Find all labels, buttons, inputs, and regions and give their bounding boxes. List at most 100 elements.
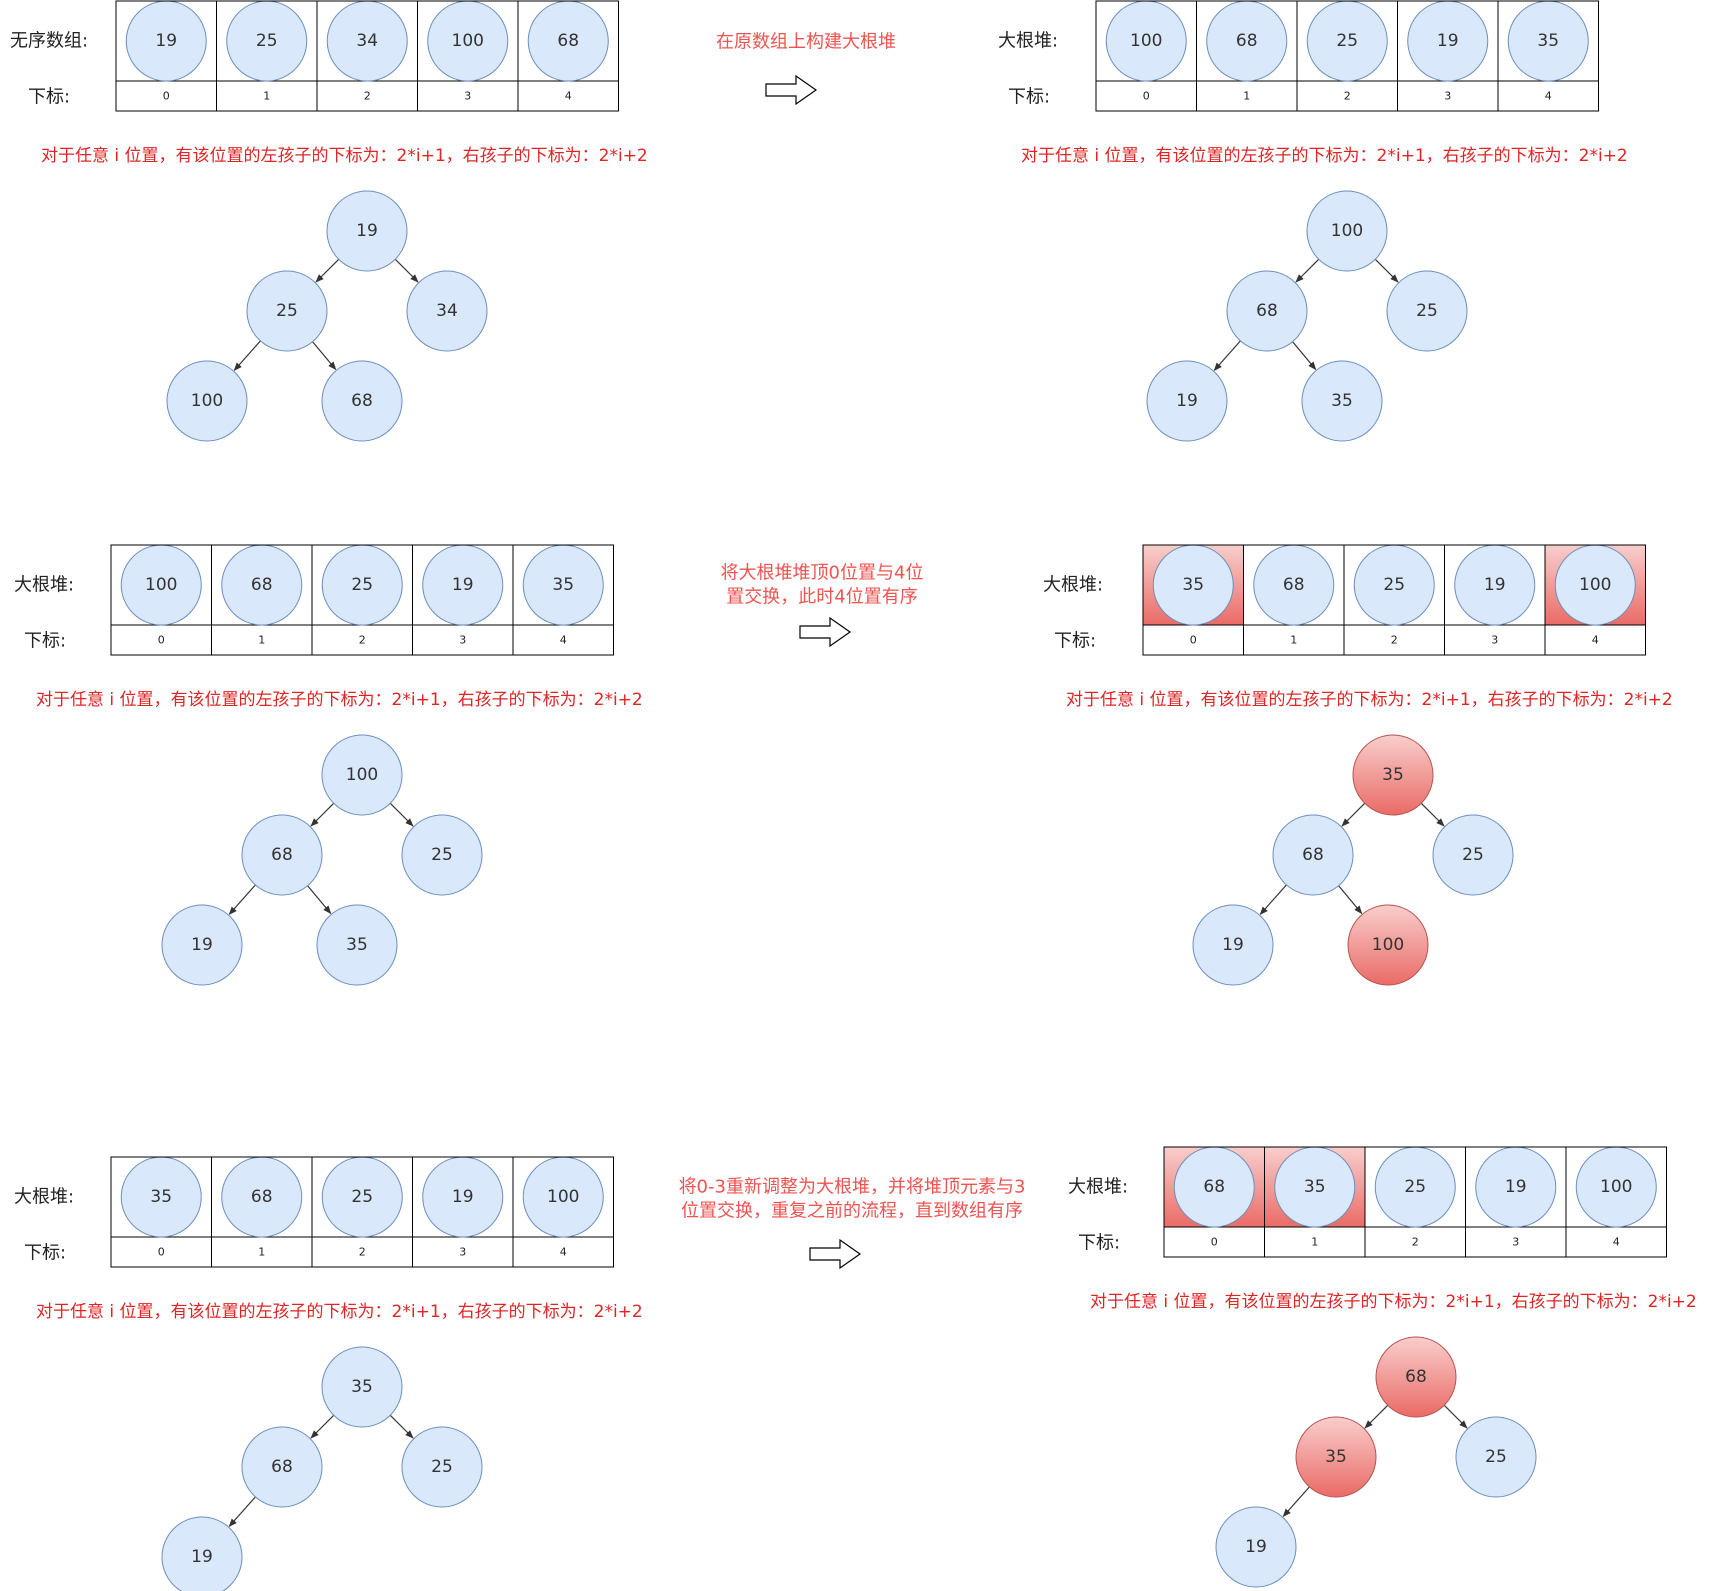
array-value: 35 [150, 1187, 172, 1207]
tree-node-value: 25 [276, 301, 298, 321]
tree-node [1455, 1416, 1537, 1498]
array-index: 0 [1211, 1236, 1218, 1249]
tree-edge [1420, 802, 1445, 827]
array-value: 68 [1236, 31, 1258, 51]
array-value: 100 [1600, 1177, 1632, 1197]
tree-node-value: 35 [1325, 1447, 1347, 1467]
array-value: 25 [351, 1187, 373, 1207]
array-index: 4 [1613, 1236, 1620, 1249]
index-cell [412, 1236, 514, 1268]
index-cell [1095, 80, 1197, 112]
array-label: 大根堆: [14, 1187, 74, 1208]
tree-node [241, 814, 323, 896]
tree-node [166, 360, 248, 442]
hollow-arrow-icon [799, 616, 852, 648]
array-value: 68 [1283, 575, 1305, 595]
array-value: 25 [351, 575, 373, 595]
array-value: 25 [1383, 575, 1405, 595]
array-index: 2 [1391, 634, 1398, 647]
tree-node [1226, 270, 1308, 352]
array-value: 25 [256, 31, 278, 51]
tree-node-value: 68 [271, 1457, 293, 1477]
index-cell [517, 80, 619, 112]
tree-node [1215, 1506, 1297, 1588]
index-label: 下标: [24, 631, 66, 652]
index-cell [1465, 1226, 1567, 1258]
tree-node [246, 270, 328, 352]
hollow-arrow-icon [809, 1238, 862, 1270]
tree-edge [389, 802, 414, 827]
array-index: 3 [459, 1246, 466, 1259]
array-index: 3 [464, 90, 471, 103]
tree-node [1272, 814, 1354, 896]
tree-node-value: 25 [1416, 301, 1438, 321]
tree-node-value: 19 [1245, 1537, 1267, 1557]
tree-node-value: 25 [1462, 845, 1484, 865]
tree-node-value: 68 [1256, 301, 1278, 321]
tree-node-value: 25 [431, 1457, 453, 1477]
transition-1: 在原数组上构建大根堆 [716, 32, 896, 106]
tree-node [401, 1426, 483, 1508]
array-value: 34 [356, 31, 378, 51]
array-value: 68 [251, 575, 273, 595]
array-index: 0 [1190, 634, 1197, 647]
tree-node [161, 1516, 243, 1591]
tree-node-value: 35 [1331, 391, 1353, 411]
tree-edge [1374, 258, 1399, 283]
index-formula-note: 对于任意 i 位置，有该位置的左孩子的下标为：2*i+1，右孩子的下标为：2*i… [36, 690, 643, 710]
array-index: 1 [258, 634, 265, 647]
array-index: 1 [258, 1246, 265, 1259]
tree-node-value: 35 [346, 935, 368, 955]
tree-edge [228, 1496, 256, 1527]
tree-node [1432, 814, 1514, 896]
tree-node [401, 814, 483, 896]
tree-node [161, 904, 243, 986]
tree-edge [310, 802, 335, 827]
array-index: 1 [1243, 90, 1250, 103]
tree-edge [1443, 1404, 1468, 1429]
array-index: 4 [560, 634, 567, 647]
tree-edge [228, 884, 256, 915]
tree-edge [1292, 341, 1317, 371]
array-value: 19 [1437, 31, 1459, 51]
array-border [110, 1156, 614, 1268]
array-value: 25 [1404, 1177, 1426, 1197]
hollow-arrow-icon [765, 74, 818, 106]
index-cell [512, 1236, 614, 1268]
tree-node [321, 734, 403, 816]
tree-node-value: 68 [1302, 845, 1324, 865]
array-index: 1 [263, 90, 270, 103]
array-label: 无序数组: [10, 31, 88, 52]
tree-edge [307, 885, 332, 915]
tree-node [406, 270, 488, 352]
tree-edge [394, 258, 419, 283]
tree-node-value: 35 [351, 1377, 373, 1397]
index-cell [412, 624, 514, 656]
tree-node-value: 19 [1176, 391, 1198, 411]
array-index: 2 [364, 90, 371, 103]
array-label: 大根堆: [1043, 575, 1103, 596]
array-border [110, 544, 614, 656]
transition-caption: 将大根堆堆顶0位置与4位 [721, 563, 924, 584]
tree-edge [1295, 258, 1320, 283]
transition-caption: 将0-3重新调整为大根堆，并将堆顶元素与3 [679, 1177, 1026, 1198]
array-value: 100 [1130, 31, 1162, 51]
array-value: 35 [1537, 31, 1559, 51]
array-value: 100 [145, 575, 177, 595]
tree-node [1146, 360, 1228, 442]
index-cell [115, 80, 217, 112]
index-cell [316, 80, 418, 112]
array-value: 100 [452, 31, 484, 51]
tree-edge [1338, 885, 1363, 915]
array-index: 4 [1545, 90, 1552, 103]
tree-node [326, 190, 408, 272]
